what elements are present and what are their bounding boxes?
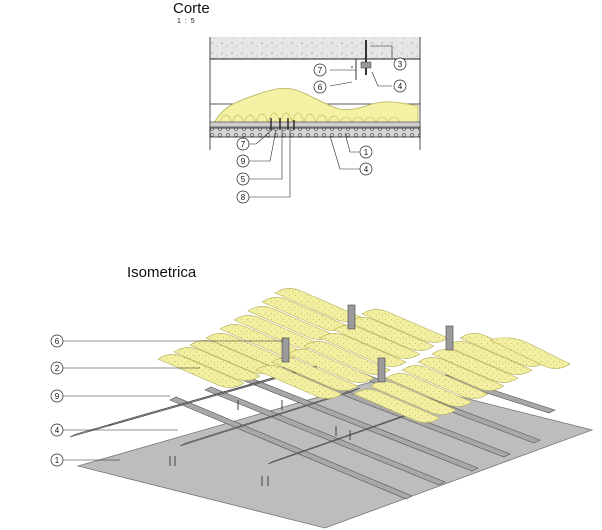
section-drawing xyxy=(209,37,421,198)
section-scale: 1 : 5 xyxy=(177,18,196,25)
callout-s-8: 8 xyxy=(236,190,250,204)
callout-i-9: 9 xyxy=(50,389,64,403)
svg-text:3: 3 xyxy=(398,60,403,69)
section-title: Corte xyxy=(173,0,210,17)
callout-s-4b: 4 xyxy=(359,162,373,176)
hangers xyxy=(281,304,454,383)
callout-i-1: 1 xyxy=(50,453,64,467)
svg-text:9: 9 xyxy=(241,157,246,166)
svg-text:6: 6 xyxy=(55,337,60,346)
svg-text:7: 7 xyxy=(241,140,246,149)
callout-s-9: 9 xyxy=(236,154,250,168)
callout-s-4a: 4 xyxy=(393,79,407,93)
callout-i-6: 6 xyxy=(50,334,64,348)
callout-s-7b: 7 xyxy=(236,137,250,151)
svg-text:6: 6 xyxy=(318,83,323,92)
callout-s-5: 5 xyxy=(236,172,250,186)
svg-text:1: 1 xyxy=(364,148,369,157)
svg-text:7: 7 xyxy=(318,66,323,75)
isometric-drawing xyxy=(62,288,594,529)
svg-text:5: 5 xyxy=(241,175,246,184)
svg-text:8: 8 xyxy=(241,193,246,202)
callout-i-2: 2 xyxy=(50,361,64,375)
svg-text:4: 4 xyxy=(55,426,60,435)
svg-text:4: 4 xyxy=(398,82,403,91)
callout-s-6: 6 xyxy=(313,80,327,94)
callout-s-3: 3 xyxy=(393,57,407,71)
svg-text:2: 2 xyxy=(55,364,60,373)
svg-text:1: 1 xyxy=(55,456,60,465)
callout-i-4: 4 xyxy=(50,423,64,437)
isometric-title: Isometrica xyxy=(127,264,197,281)
board-section xyxy=(209,127,421,138)
svg-text:9: 9 xyxy=(55,392,60,401)
svg-text:4: 4 xyxy=(364,165,369,174)
concrete-slab xyxy=(210,37,420,59)
callout-s-1: 1 xyxy=(359,145,373,159)
callout-s-7a: 7 xyxy=(313,63,327,77)
insulation-section xyxy=(211,87,419,127)
